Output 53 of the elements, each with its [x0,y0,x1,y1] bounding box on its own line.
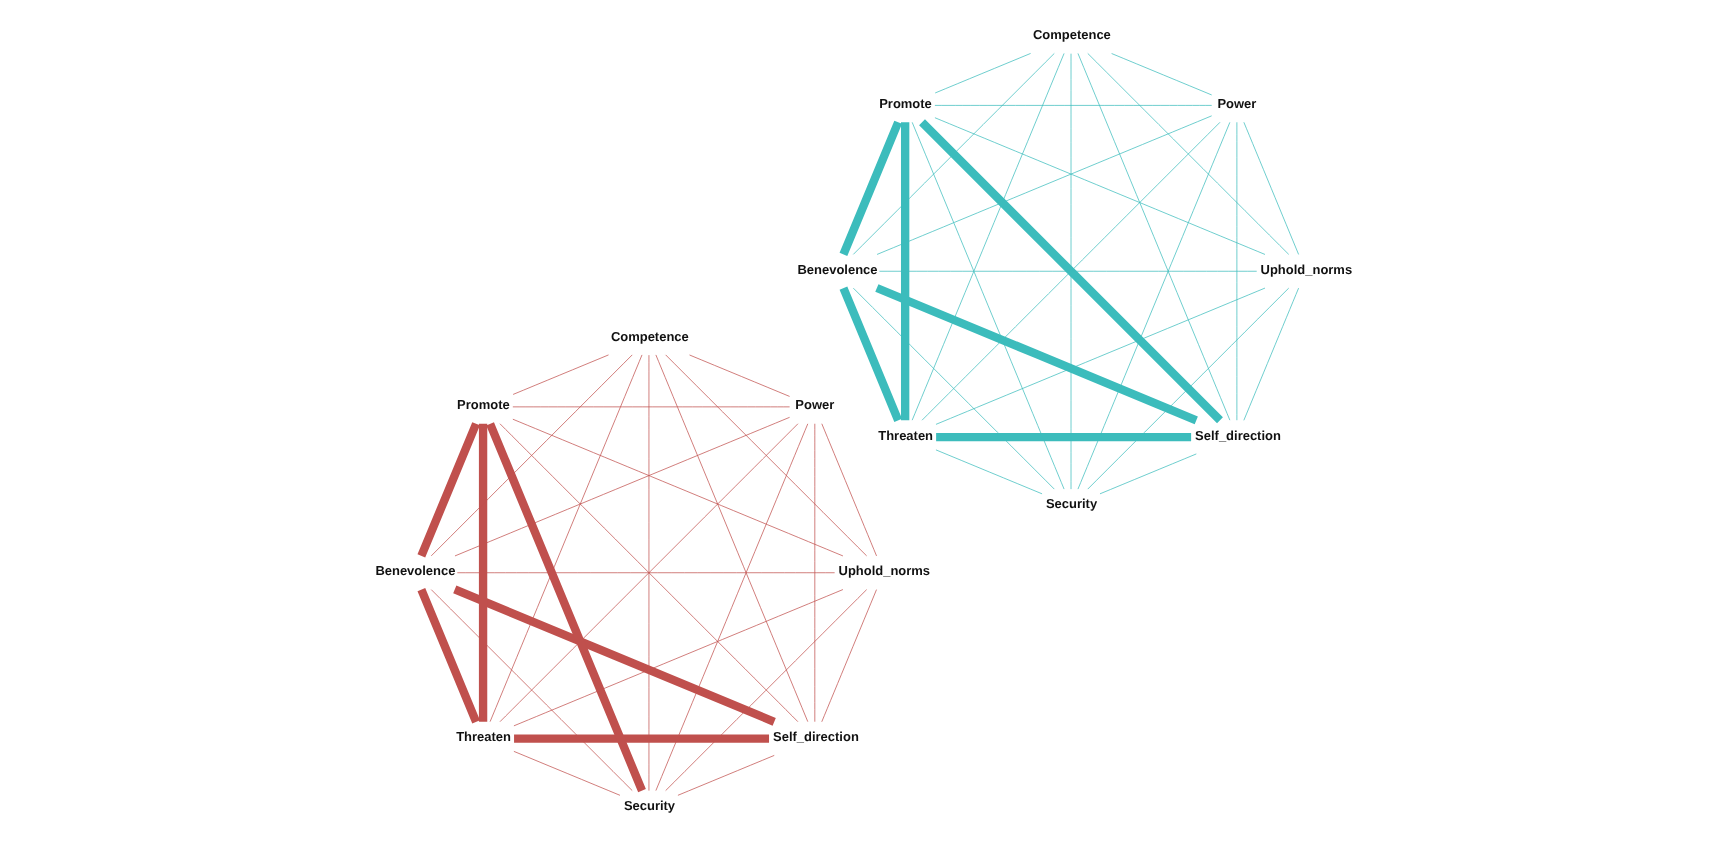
connector [1110,53,1212,96]
connector [874,284,1197,425]
connector [1069,53,1071,490]
connector [647,354,649,791]
connector [934,449,1042,495]
connector [820,423,876,557]
connector [851,53,1054,255]
connector [485,422,645,793]
connector [654,354,808,722]
connector [452,585,775,726]
connector [512,589,843,727]
connector [664,589,866,791]
connector [900,122,909,421]
connector [429,354,632,557]
connector [688,354,789,397]
connector [511,354,608,395]
connector [813,423,815,723]
connector [511,418,843,557]
connector [477,423,487,722]
connector [513,734,769,743]
connector [1098,453,1196,495]
connector [1076,121,1230,490]
connector [851,287,1054,490]
connector [1242,121,1298,255]
connector [512,751,620,796]
connector [488,354,642,722]
connector [934,287,1265,425]
connector [910,53,1064,421]
connector [838,286,902,422]
connector [935,432,1191,442]
connector [1086,287,1289,490]
connector [933,117,1265,255]
connector [664,354,866,557]
connector [1242,287,1298,421]
connector [1086,53,1289,255]
connector [933,53,1030,94]
connector [933,105,1212,106]
connector [910,121,1064,490]
connector [654,423,808,791]
connector [878,270,1257,272]
connector [453,416,789,557]
connector [1076,53,1230,421]
connector [416,422,479,558]
connector [455,572,834,574]
connector [875,115,1212,255]
connector [511,406,789,408]
connector [429,589,632,791]
connector [416,588,479,724]
connector [838,120,902,257]
connector [1235,121,1237,421]
connector [820,589,876,723]
connector [498,423,798,723]
connector [676,755,774,796]
